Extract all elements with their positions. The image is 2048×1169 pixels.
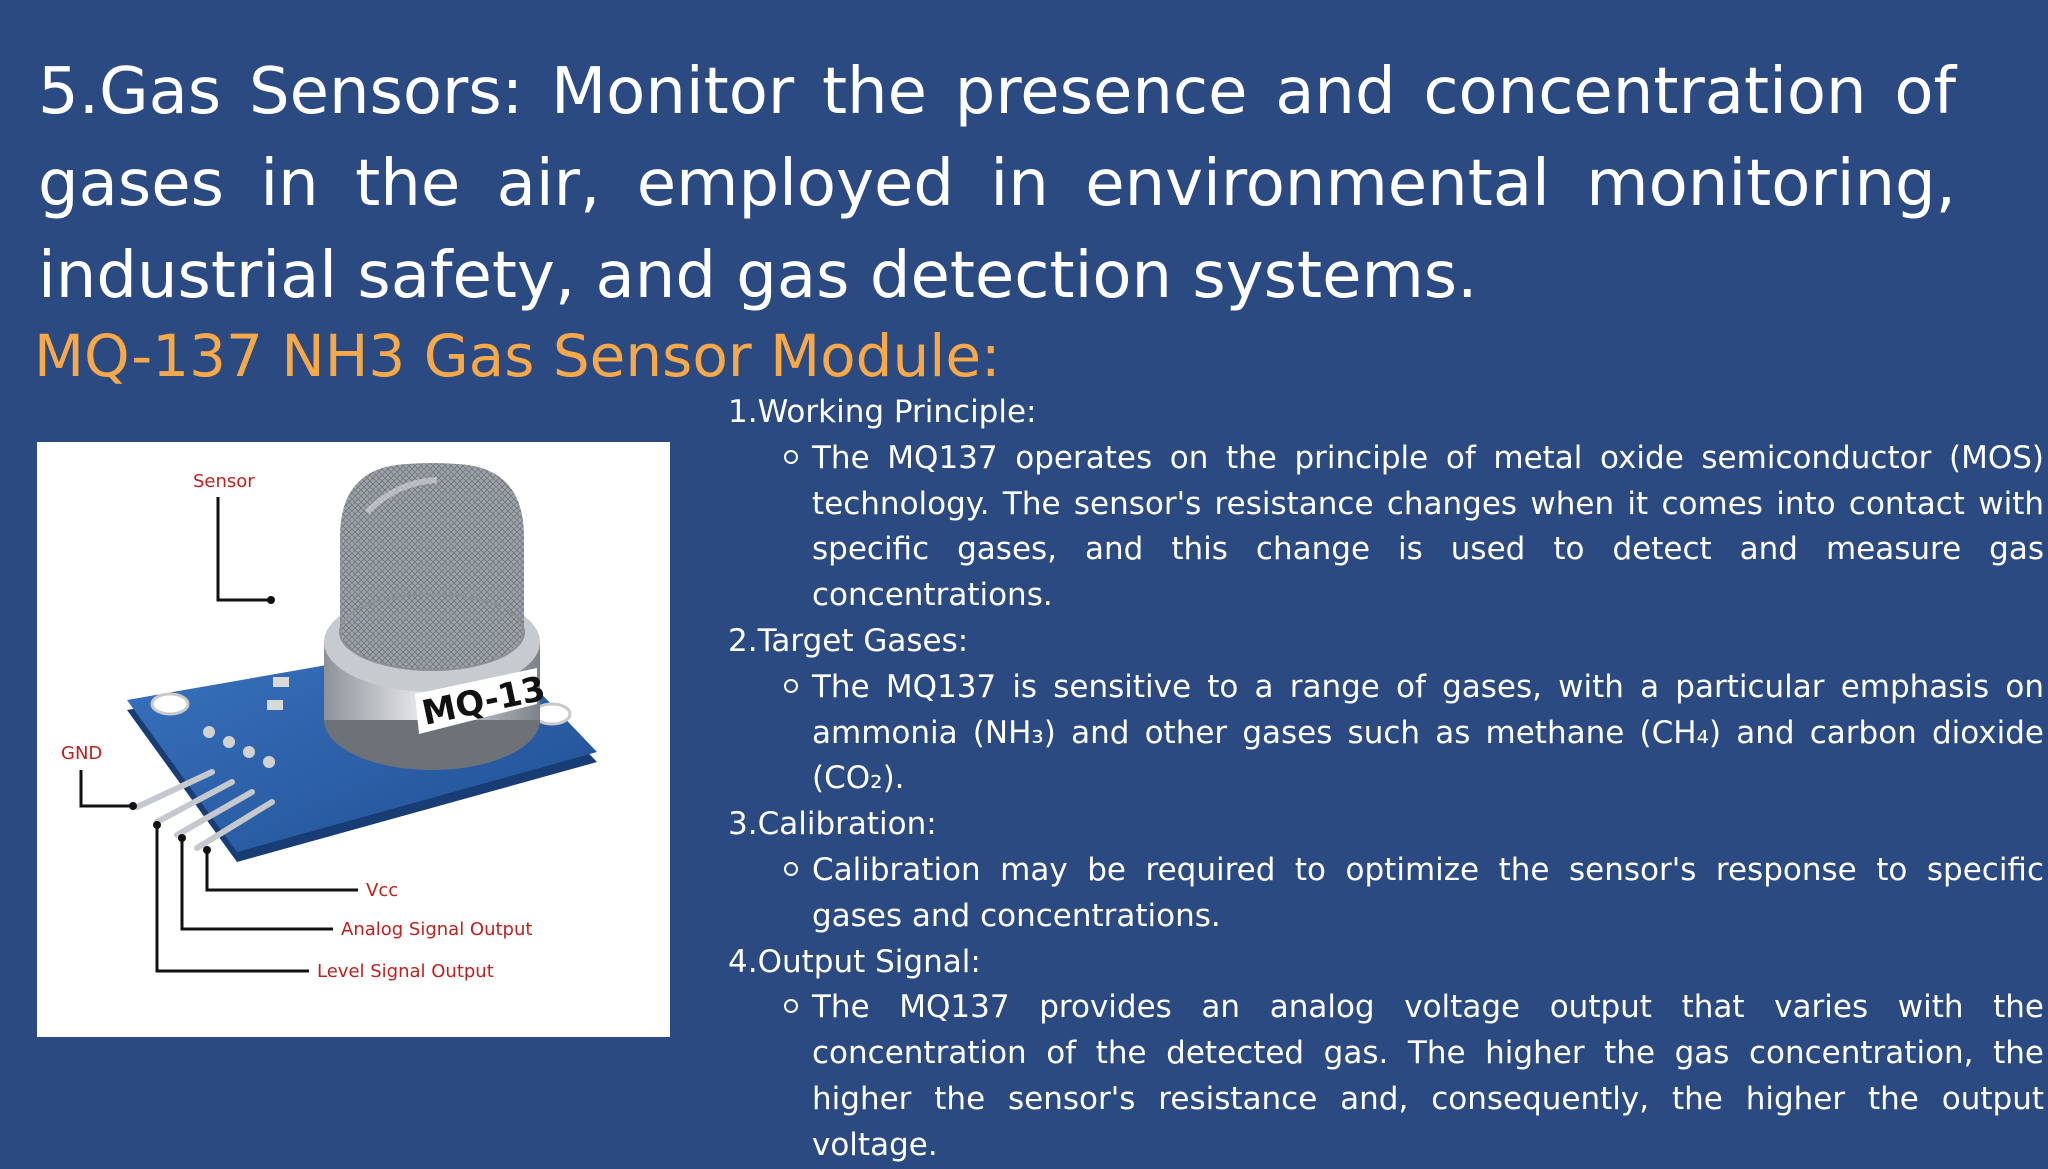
sensor-module-illustration: MQ-13 Sensor GND Vcc Analog Signal Outpu… <box>61 463 597 982</box>
gas-sensor-can: MQ-13 <box>324 463 549 770</box>
sensor-module-diagram: MQ-13 Sensor GND Vcc Analog Signal Outpu… <box>37 442 670 1037</box>
section-calibration: 3.Calibration: Calibration may be requir… <box>728 802 2044 939</box>
bullet-text: The MQ137 provides an analog voltage out… <box>812 989 2044 1163</box>
list-item: The MQ137 operates on the principle of m… <box>728 436 2044 619</box>
list-item: The MQ137 is sensitive to a range of gas… <box>728 665 2044 802</box>
label-vcc: Vcc <box>366 880 398 901</box>
list-item: The MQ137 provides an analog voltage out… <box>728 985 2044 1168</box>
bullet-text: Calibration may be required to optimize … <box>812 851 2044 934</box>
section-output-signal: 4.Output Signal: The MQ137 provides an a… <box>728 940 2044 1169</box>
label-sensor: Sensor <box>193 471 255 492</box>
sensor-details: 1.Working Principle: The MQ137 operates … <box>728 390 2044 1169</box>
module-subtitle: MQ-137 NH3 Gas Sensor Module: <box>34 322 1001 390</box>
section-title: 4.Output Signal: <box>728 943 981 980</box>
section-title: 3.Calibration: <box>728 806 937 843</box>
section-target-gases: 2.Target Gases: The MQ137 is sensitive t… <box>728 619 2044 802</box>
hollow-bullet-icon <box>728 848 812 876</box>
section-working-principle: 1.Working Principle: The MQ137 operates … <box>728 390 2044 619</box>
label-level-output: Level Signal Output <box>317 961 494 982</box>
hollow-bullet-icon <box>728 436 812 464</box>
label-analog-output: Analog Signal Output <box>341 919 532 940</box>
label-gnd: GND <box>61 743 102 764</box>
hollow-bullet-icon <box>728 665 812 693</box>
hollow-bullet-icon <box>728 985 812 1014</box>
slide-heading: 5.Gas Sensors: Monitor the presence and … <box>38 55 1956 313</box>
callout-dots <box>129 596 275 854</box>
bullet-text: The MQ137 is sensitive to a range of gas… <box>812 668 2044 797</box>
list-item: Calibration may be required to optimize … <box>728 848 2044 940</box>
header-pins <box>134 769 275 851</box>
section-title: 1.Working Principle: <box>728 394 1037 430</box>
bullet-text: The MQ137 operates on the principle of m… <box>812 439 2044 614</box>
section-title: 2.Target Gases: <box>728 622 969 659</box>
callout-lines <box>79 497 358 973</box>
